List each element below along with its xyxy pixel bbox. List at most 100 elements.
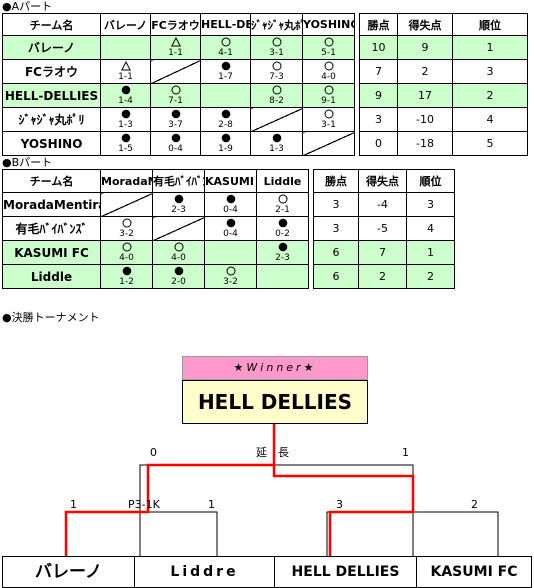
self-cell — [302, 131, 355, 156]
goal-diff: 9 — [397, 35, 453, 60]
match-result: 4-0 — [302, 59, 355, 84]
match-result: 1-9 — [200, 131, 251, 156]
win-circle-icon — [102, 218, 152, 228]
match-score: 1-9 — [218, 144, 233, 154]
points: 9 — [359, 83, 398, 108]
loss-dot-icon — [154, 266, 204, 276]
match-score: 3-2 — [119, 229, 134, 239]
partB-header-stat: 順位 — [406, 169, 455, 193]
partA-header-opponent: FCラオウ — [150, 13, 201, 36]
team-box-1: バレーノ — [2, 556, 135, 588]
match-result: 1-1 — [150, 35, 201, 60]
match-result: 0-4 — [204, 216, 257, 241]
win-circle-icon — [154, 242, 204, 252]
match-result: 2-3 — [152, 192, 205, 217]
match-score: 8-2 — [269, 96, 284, 106]
semi1-left-score: 1 — [70, 498, 77, 511]
loss-dot-icon — [202, 109, 250, 119]
match-score: 2-1 — [275, 205, 290, 215]
match-result: 4-0 — [152, 240, 205, 265]
team-name: MoradaMentira — [2, 192, 101, 217]
match-result: 3-2 — [100, 216, 153, 241]
partB-header-opponent: Liddle — [256, 169, 309, 193]
match-score: 3-7 — [168, 120, 183, 130]
match-result: 1-2 — [100, 264, 153, 289]
match-score: 7-1 — [168, 96, 183, 106]
win-circle-icon — [202, 37, 250, 47]
loss-dot-icon — [102, 85, 150, 95]
match-result: 2-0 — [152, 264, 205, 289]
rank: 1 — [452, 35, 528, 60]
match-result: 9-1 — [302, 83, 355, 108]
rank: 3 — [452, 59, 528, 84]
goal-diff: 2 — [358, 264, 407, 289]
match-result: 3-2 — [204, 264, 257, 289]
match-result: 2-3 — [256, 240, 309, 265]
winner-label: ★Winner★ — [182, 356, 368, 380]
rank: 5 — [452, 131, 528, 156]
match-score: 4-1 — [218, 48, 233, 58]
goal-diff: -5 — [358, 216, 407, 241]
match-score: 2-0 — [171, 277, 186, 287]
win-circle-icon — [258, 194, 308, 204]
partA-header-opponent: YOSHINO — [302, 13, 355, 36]
match-result: 2-8 — [200, 107, 251, 132]
match-score: 0-4 — [223, 205, 238, 215]
match-score: 1-5 — [118, 144, 133, 154]
loss-dot-icon — [152, 133, 200, 143]
win-circle-icon — [304, 109, 354, 119]
partA-header-opponent: バレーノ — [100, 13, 151, 36]
match-score: 1-2 — [119, 277, 134, 287]
final-note: 延 長 — [256, 446, 289, 459]
match-score: 3-1 — [269, 48, 284, 58]
tournament-title: ●決勝トーナメント — [2, 311, 100, 324]
win-circle-icon — [206, 266, 256, 276]
match-result: 4-0 — [100, 240, 153, 265]
partB-header-opponent: KASUMI FC — [204, 169, 257, 193]
goal-diff: -10 — [397, 107, 453, 132]
win-circle-icon — [304, 37, 354, 47]
loss-dot-icon — [252, 133, 302, 143]
loss-dot-icon — [154, 194, 204, 204]
partB-header-team: チーム名 — [2, 169, 101, 193]
win-circle-icon — [252, 61, 302, 71]
self-cell — [100, 192, 153, 217]
draw-triangle-icon — [152, 37, 200, 47]
match-score: 1-3 — [269, 144, 284, 154]
team-name: HELL-DELLIES — [2, 83, 101, 108]
rank: 2 — [406, 264, 455, 289]
match-result: 2-1 — [256, 192, 309, 217]
win-circle-icon — [304, 85, 354, 95]
points: 3 — [359, 107, 398, 132]
match-result: 0-4 — [150, 131, 201, 156]
loss-dot-icon — [258, 218, 308, 228]
match-score: 9-1 — [321, 96, 336, 106]
loss-dot-icon — [152, 109, 200, 119]
match-score: 0-2 — [275, 229, 290, 239]
semi1-right-score: 1 — [208, 498, 215, 511]
partB-header-opponent: 有毛ﾊﾞｲﾊﾞﾝｽﾞ — [152, 169, 205, 193]
match-result: 1-5 — [100, 131, 151, 156]
match-score: 1-3 — [118, 120, 133, 130]
part-a-title: ●Aパート — [2, 0, 53, 13]
match-result: 3-7 — [150, 107, 201, 132]
match-score: 2-3 — [171, 205, 186, 215]
match-score: 7-3 — [269, 72, 284, 82]
match-score: 0-4 — [168, 144, 183, 154]
loss-dot-icon — [206, 218, 256, 228]
loss-dot-icon — [102, 109, 150, 119]
match-score: 3-2 — [223, 277, 238, 287]
points: 3 — [313, 192, 359, 217]
final-right-score: 1 — [402, 446, 409, 459]
draw-triangle-icon — [102, 61, 150, 71]
semi2-right-score: 2 — [471, 498, 478, 511]
match-score: 1-4 — [118, 96, 133, 106]
goal-diff: 2 — [397, 59, 453, 84]
